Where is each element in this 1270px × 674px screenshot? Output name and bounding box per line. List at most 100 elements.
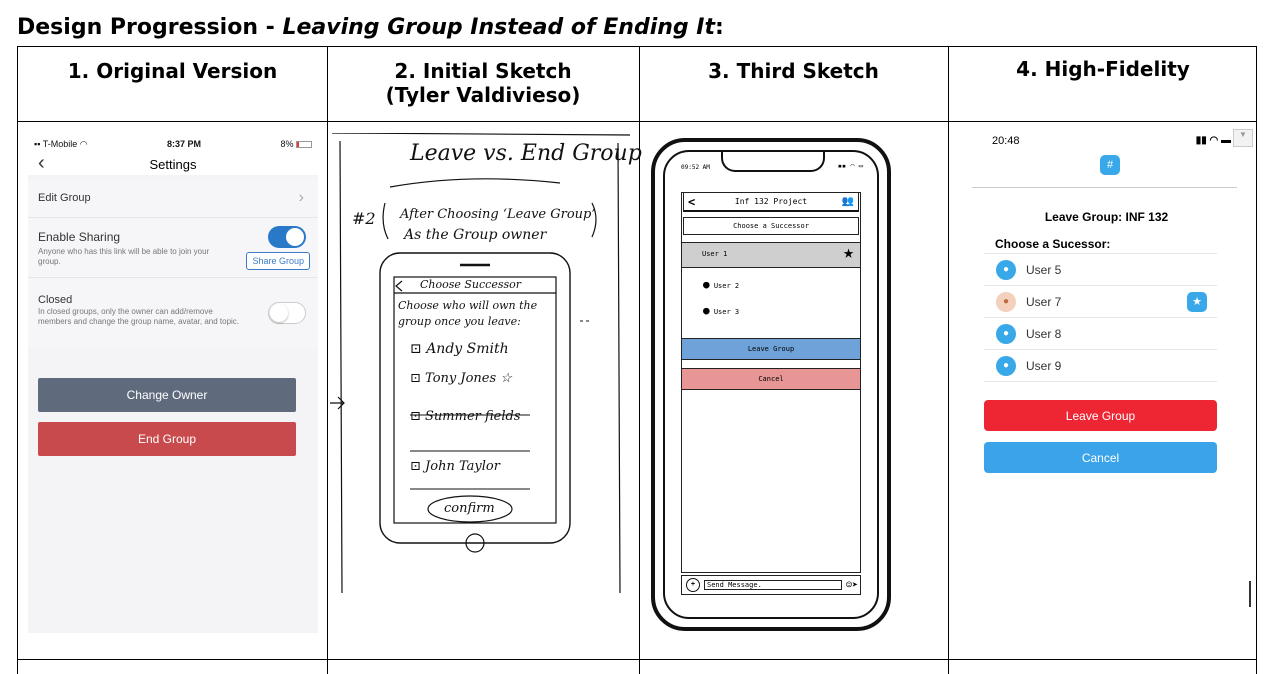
scroll-up-arrow-icon[interactable]: ▼: [1233, 129, 1253, 147]
hf-user-name: User 8: [1026, 326, 1062, 341]
user-list-top-divider: [984, 253, 1217, 254]
end-group-button[interactable]: End Group: [38, 422, 296, 456]
sketch-instructions: group once you leave:: [398, 315, 521, 328]
high-fidelity-screen: 20:48 ▮▮ ◠ ▬ ▼ # Leave Group: INF 132 Ch…: [960, 129, 1253, 635]
hf-user-row[interactable]: ● User 9: [984, 350, 1217, 382]
wf-user-name: User 3: [713, 308, 740, 316]
wf-user-name: User 1: [702, 250, 728, 258]
hf-leave-group-button[interactable]: Leave Group: [984, 400, 1217, 431]
hf-scrollbar[interactable]: [1249, 581, 1251, 607]
group-icon[interactable]: 👥: [841, 196, 854, 207]
emoji-icon[interactable]: ☺: [846, 579, 853, 591]
sketch-drawing: [330, 133, 630, 594]
status-bar: ▪▪ T-Mobile ◠ 8:37 PM 8%: [34, 139, 312, 150]
edit-group-row[interactable]: Edit Group ›: [28, 179, 318, 217]
share-group-button[interactable]: Share Group: [246, 252, 310, 270]
back-arrow-icon[interactable]: <: [688, 195, 696, 209]
battery-icon: [295, 141, 312, 149]
edit-group-label: Edit Group: [38, 192, 91, 204]
hf-user-name: User 5: [1026, 262, 1062, 277]
sketch-screen-title: Choose Successor: [420, 278, 522, 291]
header-divider: [18, 121, 1256, 122]
add-icon[interactable]: +: [686, 578, 700, 592]
back-chevron-icon[interactable]: ‹: [38, 152, 45, 174]
sketch-confirm-button: confirm: [444, 501, 495, 516]
wf-choose-successor: Choose a Successor: [683, 217, 859, 235]
hf-user-row[interactable]: ● User 5: [984, 254, 1217, 286]
wf-user-row[interactable]: ● User 3: [703, 304, 739, 317]
column-heading-original: 1. Original Version: [18, 59, 327, 83]
wf-leave-group-button[interactable]: Leave Group: [681, 338, 861, 360]
title-main: Design Progression -: [17, 15, 283, 40]
column-divider: [327, 47, 328, 674]
carrier-text: T-Mobile: [42, 139, 78, 149]
sketch-heading: Leave vs. End Group: [410, 141, 642, 166]
star-icon: ☆: [500, 371, 512, 386]
initial-sketch: Leave vs. End Group #2 After Choosing ‘L…: [330, 133, 642, 603]
wf-status-time: 09:52 AM: [681, 164, 710, 171]
closed-hint: In closed groups, only the owner can add…: [38, 307, 240, 326]
header-divider: [972, 187, 1237, 188]
enable-sharing-row: Enable Sharing Anyone who has this link …: [28, 217, 318, 277]
column-heading-line: (Tyler Valdivieso): [385, 83, 581, 107]
sketch-user-name: John Taylor: [425, 459, 500, 474]
wf-status-icons: ▪▪ ◠ ▭: [837, 162, 863, 170]
sketch-user-name: Summer fields: [425, 409, 521, 424]
user-avatar-icon: ●: [996, 259, 1016, 280]
sketch-note-number: #2: [352, 209, 376, 228]
column-divider: [639, 47, 640, 674]
sketch-user-row: ⊡ Andy Smith: [410, 341, 509, 357]
send-icon[interactable]: ➤: [852, 579, 859, 591]
sharing-toggle[interactable]: [268, 226, 306, 248]
hf-cancel-button[interactable]: Cancel: [984, 442, 1217, 473]
hf-user-name: User 7: [1026, 294, 1062, 309]
column-heading-line: 1. Original Version: [67, 59, 278, 83]
column-heading-line: 2. Initial Sketch: [394, 59, 572, 83]
row-divider: [18, 659, 1256, 660]
hf-user-row-selected[interactable]: ● User 7 ★: [984, 286, 1217, 318]
sketch-note-line: After Choosing ‘Leave Group’: [400, 207, 596, 222]
star-icon: ★: [843, 242, 854, 263]
change-owner-button[interactable]: Change Owner: [38, 378, 296, 412]
original-settings-screen: ▪▪ T-Mobile ◠ 8:37 PM 8% ‹ Settings Edit…: [28, 135, 318, 633]
user-photo-avatar: ●: [996, 291, 1016, 312]
ios-header: ▪▪ T-Mobile ◠ 8:37 PM 8% ‹ Settings: [28, 135, 318, 175]
sketch-user-row: ⊡ Summer fields: [410, 409, 521, 424]
chevron-right-icon: ›: [298, 189, 304, 206]
notch: [721, 152, 825, 172]
title-suffix: :: [715, 15, 724, 40]
user-avatar-icon: ●: [996, 323, 1016, 344]
column-heading-third-sketch: 3. Third Sketch: [639, 59, 948, 83]
shield-star-icon: ★: [1187, 291, 1207, 312]
column-heading-initial-sketch: 2. Initial Sketch (Tyler Valdivieso): [327, 59, 639, 107]
hf-user-name: User 9: [1026, 358, 1062, 373]
wf-message-input[interactable]: Send Message.: [704, 580, 842, 590]
wf-project-title: Inf 132 Project: [734, 197, 808, 206]
wireframe-screen: 09:52 AM ▪▪ ◠ ▭ < Inf 132 Project 👥 Choo…: [663, 150, 879, 619]
column-heading-high-fidelity: 4. High-Fidelity: [948, 57, 1258, 81]
wf-message-bar: + Send Message. ☺ ➤: [681, 575, 861, 595]
hf-choose-label: Choose a Sucessor:: [995, 237, 1111, 251]
closed-toggle[interactable]: [268, 302, 306, 324]
wf-cancel-button[interactable]: Cancel: [681, 368, 861, 390]
wireframe-phone: 09:52 AM ▪▪ ◠ ▭ < Inf 132 Project 👥 Choo…: [651, 138, 891, 631]
status-time: 8:37 PM: [167, 139, 202, 149]
column-heading-line: 4. High-Fidelity: [1016, 57, 1190, 81]
person-icon: ●: [703, 304, 710, 317]
wf-title-bar: < Inf 132 Project 👥: [683, 192, 859, 212]
hf-page-title: Leave Group: INF 132: [1044, 210, 1169, 224]
nav-title: Settings: [149, 157, 197, 172]
sketch-user-name: Tony Jones: [425, 371, 497, 386]
sketch-user-row: ⊡ Tony Jones ☆: [410, 371, 512, 386]
battery-indicator: 8%: [280, 139, 312, 150]
document-title: Design Progression - Leaving Group Inste…: [17, 15, 724, 40]
hf-status-icons: ▮▮ ◠ ▬: [1195, 135, 1231, 146]
sketch-user-name: Andy Smith: [426, 341, 509, 357]
comparison-table: 1. Original Version 2. Initial Sketch (T…: [17, 46, 1257, 674]
column-divider: [948, 47, 949, 674]
battery-text: 8%: [280, 139, 294, 149]
wf-user-row[interactable]: ● User 2: [703, 278, 739, 291]
hf-status-time: 20:48: [992, 135, 1020, 147]
hf-user-row[interactable]: ● User 8: [984, 318, 1217, 350]
wf-user-row-selected[interactable]: User 1 ★: [681, 242, 861, 268]
